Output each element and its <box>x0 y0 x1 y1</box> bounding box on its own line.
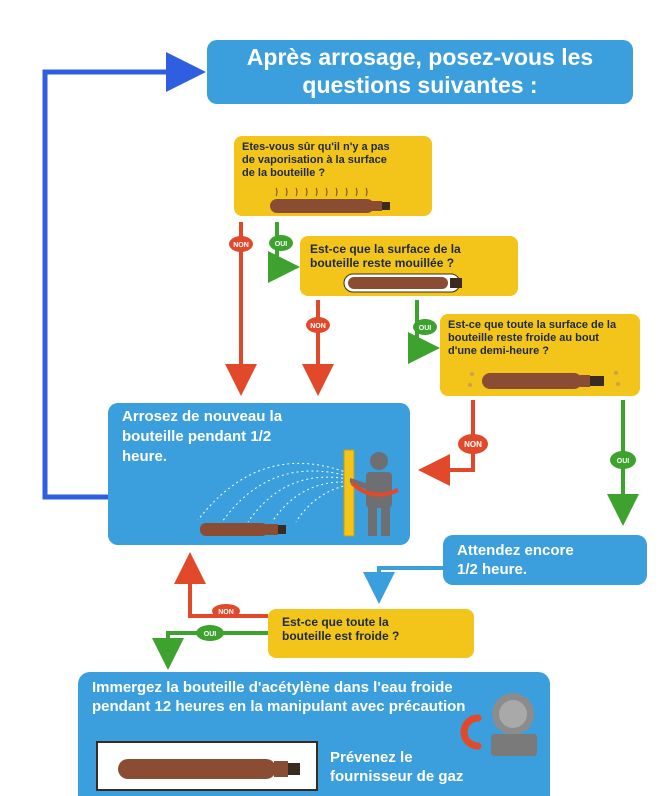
question-3-box: Est-ce que toute la surface de la boutei… <box>440 314 640 396</box>
wait-box: Attendez encore 1/2 heure. <box>443 535 647 585</box>
badge-q4-oui-label: OUI <box>204 631 217 638</box>
question-3-text: Est-ce que toute la surface de la boutei… <box>448 319 617 357</box>
badge-q2-oui: OUI <box>413 319 437 335</box>
arrow-q4-non <box>174 552 268 618</box>
arrow-q4-oui <box>152 631 268 670</box>
badge-q1-oui: OUI <box>269 235 293 251</box>
badge-q1-non-label: NON <box>233 242 249 249</box>
badge-q1-oui-label: OUI <box>275 241 288 248</box>
arrow-q1-oui <box>268 222 300 283</box>
badge-q3-non-label: NON <box>464 440 482 449</box>
badge-q3-oui: OUI <box>610 451 636 469</box>
question-4-text: Est-ce que toute la bouteille est froide… <box>282 615 400 643</box>
arrow-wait-to-q4 <box>363 566 443 604</box>
arrow-q3-non <box>418 400 475 486</box>
wait-text: Attendez encore 1/2 heure. <box>457 542 574 578</box>
badge-q3-oui-label: OUI <box>617 458 630 465</box>
start-box: Après arrosage, posez-vous les questions… <box>207 40 633 104</box>
question-2-box: Est-ce que la surface de la bouteille re… <box>300 236 518 296</box>
water-again-box: Arrosez de nouveau la bouteille pendant … <box>108 403 410 545</box>
badge-q2-non-label: NON <box>310 323 326 330</box>
water-again-text: Arrosez de nouveau la bouteille pendant … <box>122 408 283 465</box>
immerse-text: Immergez la bouteille d'acétylène dans l… <box>92 679 466 715</box>
question-4-box: Est-ce que toute la bouteille est froide… <box>268 609 474 658</box>
badge-q4-non: NON <box>212 604 240 618</box>
badge-q4-oui: OUI <box>196 625 224 641</box>
badge-q4-non-label: NON <box>218 609 234 616</box>
start-text: Après arrosage, posez-vous les questions… <box>246 44 594 98</box>
badge-q3-non: NON <box>458 434 488 454</box>
badge-q2-non: NON <box>306 317 330 333</box>
badge-q1-non: NON <box>229 236 253 252</box>
question-2-text: Est-ce que la surface de la bouteille re… <box>310 242 461 270</box>
notify-text: Prévenez le fournisseur de gaz <box>330 749 464 785</box>
arrow-q2-oui <box>408 300 440 364</box>
question-1-text: Etes-vous sûr qu'il n'y a pas de vaporis… <box>242 141 390 179</box>
badge-q2-oui-label: OUI <box>419 325 432 332</box>
question-1-box: Etes-vous sûr qu'il n'y a pas de vaporis… <box>234 136 432 216</box>
